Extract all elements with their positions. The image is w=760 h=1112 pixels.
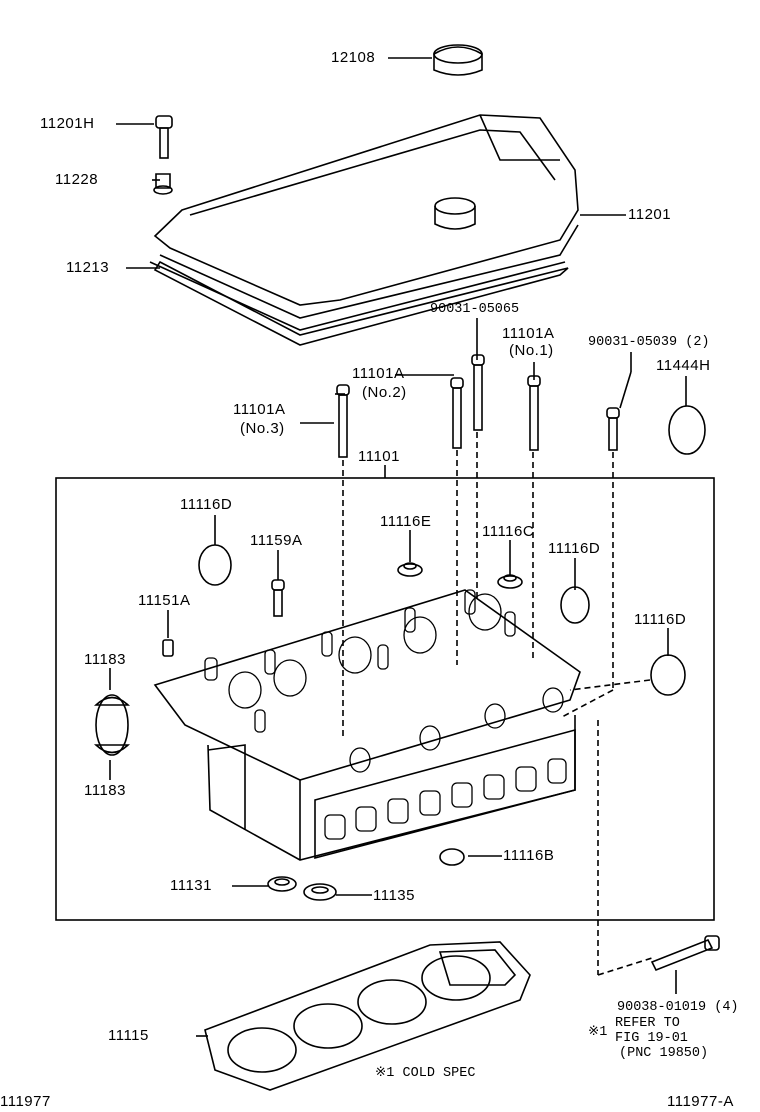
cover-bolt-drawing	[153, 115, 173, 195]
ref-line-1: REFER TO	[615, 1016, 680, 1031]
label-cylinder-head-sub-assy[interactable]: 11101	[358, 448, 400, 465]
head-gasket-drawing	[204, 941, 531, 1091]
ref-line-2[interactable]: FIG 19-01	[615, 1031, 688, 1046]
ref-mark: ※1	[588, 1025, 608, 1040]
label-head-bolt-no1[interactable]: 11101A	[502, 325, 555, 342]
label-head-bolt-no3-note: (No.3)	[240, 420, 285, 437]
oil-filler-cap-drawing	[433, 44, 483, 76]
label-cover-bolt[interactable]: 11201H	[40, 115, 95, 132]
label-half-moon-lower[interactable]: 11183	[84, 782, 126, 799]
label-oil-filler-cap[interactable]: 12108	[331, 49, 376, 66]
ref-line-3: (PNC 19850)	[619, 1046, 709, 1061]
label-bolt-05039[interactable]: 90031-05039 (2)	[588, 335, 710, 350]
figure-id-alt: 111977-A	[667, 1093, 734, 1110]
label-head-bolt-no1-note: (No.1)	[509, 342, 554, 359]
label-plug-e[interactable]: 11116E	[380, 513, 432, 530]
figure-id: 111977	[0, 1093, 51, 1110]
dashed-alignment-lines	[342, 432, 653, 976]
head-bolts-drawing	[336, 354, 620, 458]
label-cylinder-head-cover[interactable]: 11201	[628, 206, 672, 223]
label-seal-11135[interactable]: 11135	[373, 887, 415, 904]
label-half-moon-upper[interactable]: 11183	[84, 651, 126, 668]
label-seal-11131[interactable]: 11131	[170, 877, 212, 894]
label-head-bolt-no3[interactable]: 11101A	[233, 401, 286, 418]
label-plug-d-1[interactable]: 11116D	[180, 496, 233, 513]
sub-assembly-frame	[55, 477, 715, 921]
plug-11444h-drawing	[668, 405, 706, 455]
bolt-90038-drawing	[650, 935, 720, 972]
label-plug-d-2[interactable]: 11116D	[548, 540, 601, 557]
label-pin-11151a[interactable]: 11151A	[138, 592, 191, 609]
footnote-cold-spec: ※1 COLD SPEC	[375, 1066, 476, 1081]
label-cover-grommet[interactable]: 11228	[55, 171, 99, 188]
label-plug-11444h[interactable]: 11444H	[656, 357, 711, 374]
label-cover-gasket[interactable]: 11213	[66, 259, 110, 276]
cylinder-head-drawing	[153, 589, 581, 861]
cover-gasket-drawing	[153, 260, 569, 346]
label-bolt-01019[interactable]: 90038-01019 (4)	[617, 1000, 739, 1015]
label-head-gasket[interactable]: 11115	[108, 1027, 149, 1044]
label-head-bolt-no2[interactable]: 11101A	[352, 365, 405, 382]
label-plug-b[interactable]: 11116B	[503, 847, 555, 864]
label-bolt-05065[interactable]: 90031-05065	[430, 302, 520, 317]
small-parts-drawing	[93, 544, 686, 901]
label-head-bolt-no2-note: (No.2)	[362, 384, 407, 401]
label-plug-c[interactable]: 11116C	[482, 523, 535, 540]
label-plug-d-3[interactable]: 11116D	[634, 611, 687, 628]
cylinder-head-cover-drawing	[149, 114, 579, 331]
label-stud-11159a[interactable]: 11159A	[250, 532, 303, 549]
